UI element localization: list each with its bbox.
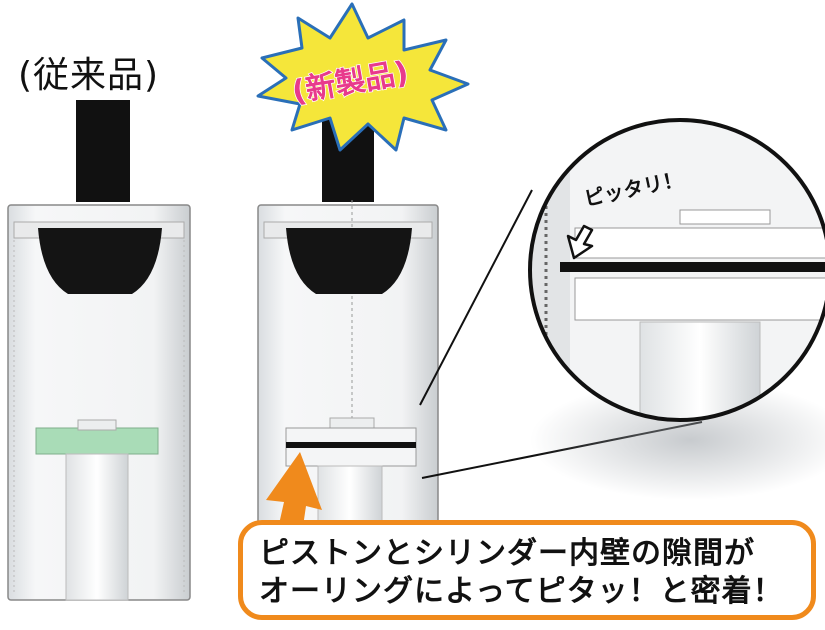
new-o-ring bbox=[286, 442, 416, 448]
old-piston bbox=[35, 427, 159, 455]
starburst-icon bbox=[256, 2, 470, 152]
zoom-detail: ピッタリ！ bbox=[528, 118, 825, 422]
old-handle bbox=[76, 100, 130, 202]
callout-box: ピストンとシリンダー内壁の隙間が オーリングによってピタッ！と密着！ bbox=[238, 520, 816, 620]
fit-arrow-icon bbox=[566, 224, 594, 260]
new-cap bbox=[286, 228, 412, 294]
new-product-starburst: (新製品) bbox=[256, 2, 470, 152]
old-cap bbox=[38, 228, 162, 294]
old-shaft bbox=[65, 453, 129, 601]
callout-line-2: オーリングによってピタッ！と密着！ bbox=[259, 574, 784, 609]
old-product-label: (従来品) bbox=[18, 55, 160, 96]
zoom-o-ring bbox=[560, 262, 825, 272]
old-product-cylinder bbox=[7, 100, 191, 601]
callout-line-1: ピストンとシリンダー内壁の隙間が bbox=[259, 536, 755, 571]
